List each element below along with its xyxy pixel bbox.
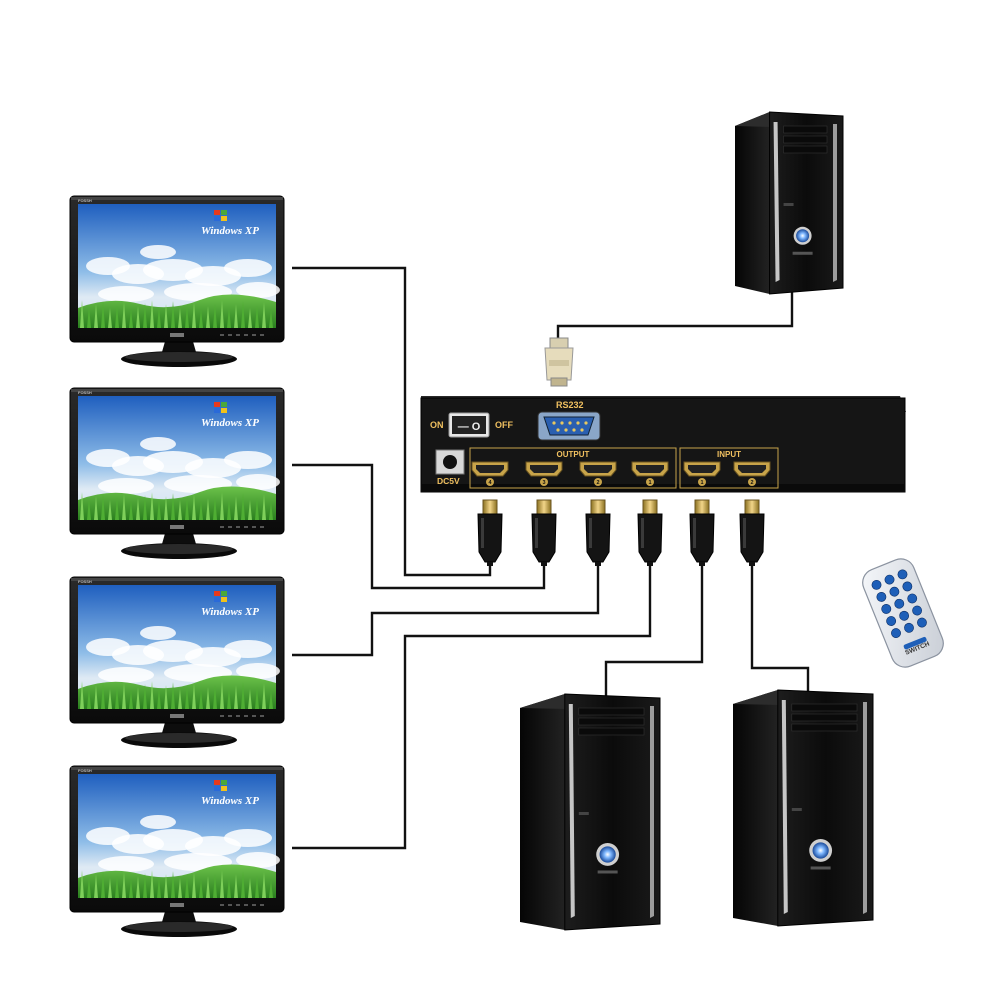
hdmi-plug-output-4	[478, 500, 502, 566]
ir-remote-control[interactable]: SWITCH	[858, 555, 947, 672]
power-button-icon	[796, 229, 809, 242]
hdmi-plug-output-2	[586, 500, 610, 566]
rs232-label: RS232	[556, 400, 584, 410]
port-number: 2	[750, 480, 753, 486]
rs232-plug	[545, 338, 573, 386]
monitor-screen-text: Windows XP	[201, 417, 259, 429]
monitor-brand: FOSSH	[78, 579, 92, 584]
hdmi-plug-input-1	[690, 500, 714, 566]
power-button-icon	[813, 842, 829, 858]
hdmi-plug-input-2	[740, 500, 764, 566]
monitor-3: Windows XP FOSSH	[70, 577, 284, 748]
monitor-screen-text: Windows XP	[201, 795, 259, 807]
monitor-screen-text: Windows XP	[201, 606, 259, 618]
off-label: OFF	[495, 420, 513, 430]
cable-input-2	[752, 562, 808, 694]
monitor-brand: FOSSH	[78, 198, 92, 203]
port-number: 1	[700, 480, 703, 486]
monitor-screen-text: Windows XP	[201, 225, 259, 237]
cable-input-1	[606, 562, 702, 700]
dc5v-label: DC5V	[437, 476, 460, 486]
port-number: 1	[648, 480, 651, 486]
hdmi-plug-output-3	[532, 500, 556, 566]
monitor-2: Windows XP FOSSH	[70, 388, 284, 559]
rs232-port[interactable]	[538, 412, 600, 440]
power-switch-symbols: — O	[458, 421, 481, 433]
monitor-1: Windows XP FOSSH	[70, 196, 284, 367]
monitor-brand: FOSSH	[78, 768, 92, 773]
power-button-icon	[600, 846, 616, 862]
on-label: ON	[430, 420, 444, 430]
pc-tower-rs232-host	[735, 112, 843, 294]
port-number: 2	[596, 480, 599, 486]
pc-tower-input-2	[733, 690, 873, 926]
monitor-4: Windows XP FOSSH	[70, 766, 284, 937]
cable-rs232	[558, 292, 792, 345]
port-number: 3	[542, 480, 545, 486]
output-label: OUTPUT	[557, 450, 590, 459]
input-label: INPUT	[717, 450, 741, 459]
monitor-brand: FOSSH	[78, 390, 92, 395]
pc-tower-input-1	[520, 694, 660, 930]
hdmi-plug-output-1	[638, 500, 662, 566]
